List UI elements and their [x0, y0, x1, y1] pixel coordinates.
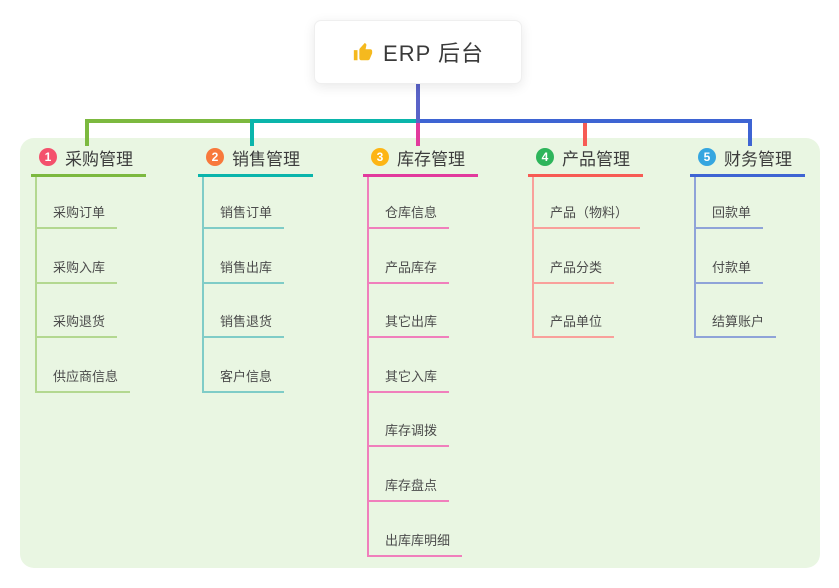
child-node-销售出库[interactable]: 销售出库 — [204, 229, 285, 284]
child-node-客户信息[interactable]: 客户信息 — [204, 338, 285, 393]
child-node-采购订单[interactable]: 采购订单 — [37, 177, 118, 229]
child-node-库存盘点[interactable]: 库存盘点 — [369, 447, 450, 502]
branch-column-3: 3 库存管理 仓库信息产品库存其它出库其它入库库存调拨库存盘点出库库明细 — [363, 146, 493, 557]
branch-children-list: 销售订单销售出库销售退货客户信息 — [202, 177, 328, 393]
child-node-销售订单[interactable]: 销售订单 — [204, 177, 285, 229]
branch-node-销售管理[interactable]: 2 销售管理 — [198, 146, 313, 177]
branch-node-产品管理[interactable]: 4 产品管理 — [528, 146, 643, 177]
branch-label: 产品管理 — [562, 149, 630, 169]
mindmap-background-panel — [20, 138, 820, 568]
child-node-库存调拨[interactable]: 库存调拨 — [369, 393, 450, 448]
branch-node-财务管理[interactable]: 5 财务管理 — [690, 146, 805, 177]
connector-drop-1 — [85, 119, 89, 146]
connector-drop-3 — [416, 121, 420, 146]
child-node-供应商信息[interactable]: 供应商信息 — [37, 338, 131, 393]
branch-node-采购管理[interactable]: 1 采购管理 — [31, 146, 146, 177]
branch-number-badge: 2 — [206, 148, 224, 166]
branch-children-list: 产品（物料）产品分类产品单位 — [532, 177, 658, 339]
branch-column-4: 4 产品管理 产品（物料）产品分类产品单位 — [528, 146, 658, 339]
branch-children-list: 采购订单采购入库采购退货供应商信息 — [35, 177, 161, 393]
child-node-销售退货[interactable]: 销售退货 — [204, 284, 285, 339]
thumbs-up-icon — [353, 42, 373, 61]
branch-label: 采购管理 — [65, 149, 133, 169]
connector-drop-5 — [748, 119, 752, 146]
branch-label: 财务管理 — [724, 149, 792, 169]
branch-number-badge: 4 — [536, 148, 554, 166]
child-node-结算账户[interactable]: 结算账户 — [696, 284, 777, 339]
branch-number-badge: 3 — [371, 148, 389, 166]
child-node-其它入库[interactable]: 其它入库 — [369, 338, 450, 393]
child-node-产品（物料）[interactable]: 产品（物料） — [534, 177, 641, 229]
branch-column-5: 5 财务管理 回款单付款单结算账户 — [690, 146, 820, 339]
branch-label: 库存管理 — [397, 149, 465, 169]
branch-column-1: 1 采购管理 采购订单采购入库采购退货供应商信息 — [31, 146, 161, 393]
child-node-回款单[interactable]: 回款单 — [696, 177, 764, 229]
child-node-出库库明细[interactable]: 出库库明细 — [369, 502, 463, 557]
connector-drop-4 — [583, 121, 587, 146]
child-node-其它出库[interactable]: 其它出库 — [369, 284, 450, 339]
branch-children-list: 回款单付款单结算账户 — [694, 177, 820, 339]
root-node-label: ERP 后台 — [383, 41, 484, 66]
branch-number-badge: 5 — [698, 148, 716, 166]
branch-node-库存管理[interactable]: 3 库存管理 — [363, 146, 478, 177]
branch-number-badge: 1 — [39, 148, 57, 166]
child-node-产品单位[interactable]: 产品单位 — [534, 284, 615, 339]
branch-column-2: 2 销售管理 销售订单销售出库销售退货客户信息 — [198, 146, 328, 393]
branch-children-list: 仓库信息产品库存其它出库其它入库库存调拨库存盘点出库库明细 — [367, 177, 493, 557]
connector-bus-5 — [416, 119, 752, 123]
branch-label: 销售管理 — [232, 149, 300, 169]
connector-bus-1 — [85, 119, 254, 123]
root-node-erp[interactable]: ERP 后台 — [314, 20, 522, 84]
child-node-产品库存[interactable]: 产品库存 — [369, 229, 450, 284]
trunk-connector — [416, 82, 420, 123]
child-node-采购入库[interactable]: 采购入库 — [37, 229, 118, 284]
child-node-仓库信息[interactable]: 仓库信息 — [369, 177, 450, 229]
child-node-采购退货[interactable]: 采购退货 — [37, 284, 118, 339]
child-node-产品分类[interactable]: 产品分类 — [534, 229, 615, 284]
connector-drop-2 — [250, 119, 254, 146]
child-node-付款单[interactable]: 付款单 — [696, 229, 764, 284]
connector-bus-2 — [250, 119, 420, 123]
